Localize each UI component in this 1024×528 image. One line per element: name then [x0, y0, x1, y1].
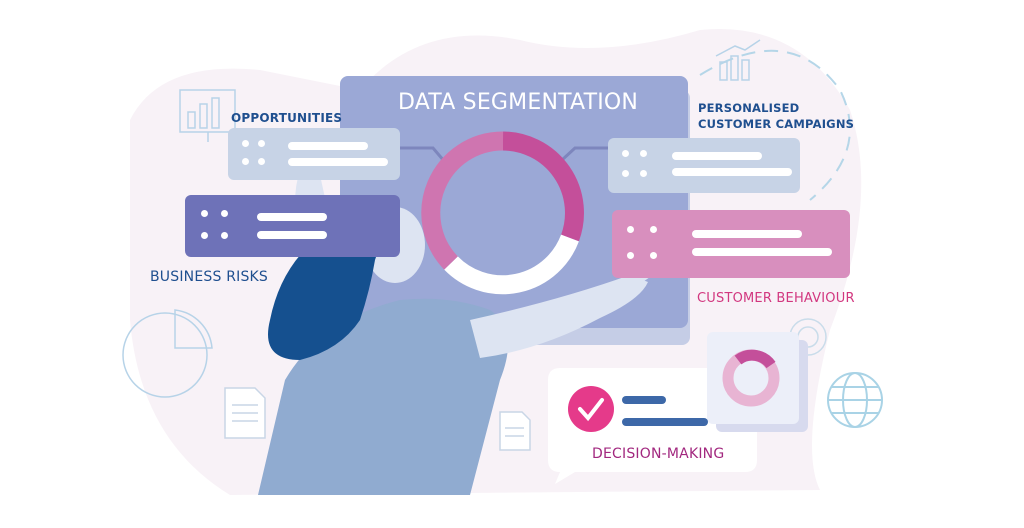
check-icon: [568, 386, 614, 432]
opportunities-card: [228, 128, 400, 180]
pie-chart-icon: [122, 309, 213, 398]
decision-making-label: DECISION-MAKING: [592, 446, 725, 462]
document-icon: [224, 387, 531, 451]
opportunities-label: OPPORTUNITIES: [231, 111, 343, 125]
personalised-label-2: CUSTOMER CAMPAIGNS: [698, 117, 855, 131]
globe-icon: [827, 372, 883, 428]
customer-behaviour-card: [612, 210, 850, 278]
bar-chart-icon: [715, 39, 761, 81]
personalised-campaigns-card: [608, 138, 800, 193]
business-risks-label: BUSINESS RISKS: [150, 269, 269, 285]
personalised-label-1: PERSONALISED: [698, 101, 800, 115]
data-segmentation-panel: [340, 76, 688, 328]
customer-behaviour-label: CUSTOMER BEHAVIOUR: [697, 291, 855, 306]
dashed-arc: [699, 49, 851, 201]
donut-chart: [421, 131, 584, 295]
business-risks-card: [185, 195, 400, 257]
bar-chart-icon: [179, 89, 236, 142]
page-title: DATA SEGMENTATION: [398, 90, 639, 115]
donut-card: [707, 332, 799, 424]
